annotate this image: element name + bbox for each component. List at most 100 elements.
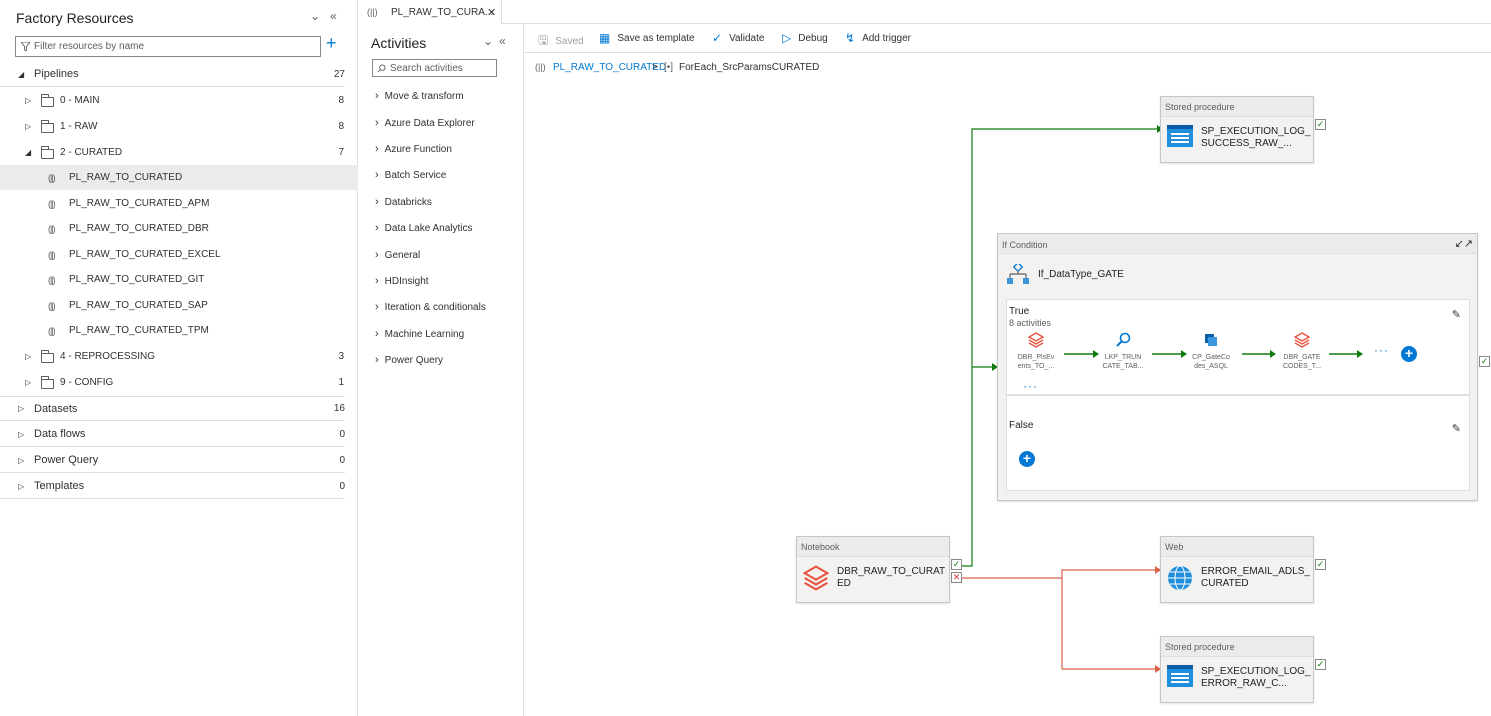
save-as-template-button[interactable]: ▦ Save as template — [599, 31, 695, 45]
activity-type: If Condition — [998, 234, 1477, 254]
tree-count: 16 — [333, 403, 345, 414]
success-output-icon[interactable]: ✓ — [1315, 119, 1326, 130]
tree-templates[interactable]: ▷ Templates 0 — [0, 474, 345, 499]
activity-category[interactable]: ›Databricks — [375, 196, 432, 208]
false-branch[interactable]: False ✎ + — [1006, 395, 1470, 491]
debug-button[interactable]: ▷ Debug — [782, 31, 828, 45]
collapsed-caret-icon: ▷ — [25, 352, 32, 361]
pipeline-icon: (||) — [367, 7, 378, 17]
tree-folder[interactable]: ▷ 9 - CONFIG 1 — [0, 370, 358, 395]
failure-output-icon[interactable]: ✕ — [951, 572, 962, 583]
tree-pipeline-item[interactable]: (||) PL_RAW_TO_CURATED_GIT — [0, 267, 358, 292]
chevron-right-icon: › — [375, 328, 379, 340]
tree-count: 1 — [338, 377, 344, 388]
failure-arrowhead — [1155, 566, 1161, 574]
add-activity-button[interactable]: + — [1401, 346, 1417, 362]
hide-panel-icon[interactable]: « — [330, 9, 337, 23]
more-activities-icon[interactable]: ··· — [1374, 343, 1389, 357]
tree-pipeline-item[interactable]: (||) PL_RAW_TO_CURATED_SAP — [0, 293, 358, 318]
activity-category[interactable]: ›HDInsight — [375, 275, 429, 287]
success-output-icon[interactable]: ✓ — [1315, 559, 1326, 570]
check-icon: ✓ — [712, 31, 723, 45]
tree-label: 0 - MAIN — [60, 95, 100, 106]
activity-category[interactable]: ›Azure Data Explorer — [375, 117, 475, 129]
failure-arrowhead — [1155, 665, 1161, 673]
add-trigger-button[interactable]: ↯ Add trigger — [845, 31, 911, 45]
activity-category[interactable]: ›Iteration & conditionals — [375, 301, 486, 313]
activity-stored-procedure-success[interactable]: Stored procedure SP_EXECUTION_LOG_SUCCES… — [1160, 96, 1314, 163]
chevron-right-icon: › — [375, 90, 379, 102]
tree-label: 9 - CONFIG — [60, 377, 114, 388]
edit-icon[interactable]: ✎ — [1451, 423, 1461, 435]
breadcrumb-pipeline-link[interactable]: PL_RAW_TO_CURATED — [553, 62, 667, 73]
stored-procedure-icon — [1167, 125, 1193, 147]
validate-button[interactable]: ✓ Validate — [712, 31, 764, 45]
activity-category[interactable]: › Move & transform — [375, 90, 464, 102]
tree-folder[interactable]: ◢ 2 - CURATED 7 — [0, 140, 358, 165]
activity-stored-procedure-error[interactable]: Stored procedure SP_EXECUTION_LOG_ERROR_… — [1160, 636, 1314, 703]
collapsed-caret-icon: ▷ — [25, 122, 32, 131]
activity-category[interactable]: ›Data Lake Analytics — [375, 222, 473, 234]
chevron-right-icon: › — [375, 275, 379, 287]
activity-category-label: Move & transform — [384, 90, 464, 102]
more-activities-icon[interactable]: ··· — [1023, 379, 1038, 393]
tree-label: PL_RAW_TO_CURATED_SAP — [69, 300, 208, 311]
hide-panel-icon[interactable]: « — [499, 34, 506, 48]
activity-category[interactable]: ›Batch Service — [375, 169, 446, 181]
tab-pipeline[interactable]: (||) PL_RAW_TO_CURA... ✕ — [359, 0, 502, 24]
success-connector — [962, 128, 1157, 567]
tree-folder[interactable]: ▷ 1 - RAW 8 — [0, 114, 358, 139]
databricks-icon — [803, 565, 829, 591]
close-icon[interactable]: ✕ — [487, 6, 497, 19]
tree-pipeline-item[interactable]: (||) PL_RAW_TO_CURATED_EXCEL — [0, 242, 358, 267]
tree-pipelines[interactable]: ◢ Pipelines 27 — [0, 62, 345, 87]
saved-button[interactable]: 🖫 Saved — [538, 31, 584, 52]
tree-pipeline-item[interactable]: (||) PL_RAW_TO_CURATED — [0, 165, 358, 190]
folder-icon — [41, 350, 54, 363]
activity-category[interactable]: ›Azure Function — [375, 143, 452, 155]
tree-data-flows[interactable]: ▷ Data flows 0 — [0, 422, 345, 447]
activity-name-line: LKP_TRUN — [1104, 354, 1142, 361]
activity-category-label: Data Lake Analytics — [384, 222, 473, 234]
tree-label: PL_RAW_TO_CURATED — [69, 172, 183, 183]
activity-category[interactable]: ›Machine Learning — [375, 328, 464, 340]
add-resource-icon[interactable]: + — [326, 33, 337, 53]
collapse-all-icon[interactable]: ⌄ — [483, 34, 494, 48]
success-output-icon[interactable]: ✓ — [1315, 659, 1326, 670]
tree-datasets[interactable]: ▷ Datasets 16 — [0, 396, 345, 421]
success-output-icon[interactable]: ✓ — [1479, 356, 1490, 367]
save-template-label: Save as template — [617, 32, 695, 44]
if-condition-icon — [1007, 264, 1029, 284]
breadcrumb-separator: > — [652, 62, 658, 73]
edit-icon[interactable]: ✎ — [1451, 309, 1461, 321]
tree-power-query[interactable]: ▷ Power Query 0 — [0, 448, 345, 473]
collapsed-caret-icon: ▷ — [18, 455, 25, 465]
tree-folder[interactable]: ▷ 4 - REPROCESSING 3 — [0, 344, 358, 369]
activity-category[interactable]: ›General — [375, 249, 420, 261]
activity-if-condition[interactable]: If Condition ↙↗ If_DataType_GATE True 8 … — [997, 233, 1478, 501]
save-icon: 🖫 — [538, 33, 549, 47]
search-activities-input[interactable] — [390, 62, 495, 74]
tree-pipeline-item[interactable]: (||) PL_RAW_TO_CURATED_DBR — [0, 216, 358, 241]
add-activity-button[interactable]: + — [1019, 451, 1035, 467]
filter-resources-input[interactable] — [34, 41, 314, 52]
tree-pipeline-item[interactable]: (||) PL_RAW_TO_CURATED_TPM — [0, 318, 358, 343]
tree-folder[interactable]: ▷ 0 - MAIN 8 — [0, 88, 358, 113]
lookup-icon — [1116, 332, 1131, 347]
tree-pipeline-item[interactable]: (||) PL_RAW_TO_CURATED_APM — [0, 191, 358, 216]
tree-label: PL_RAW_TO_CURATED_GIT — [69, 274, 205, 285]
pipeline-icon: (||) — [48, 223, 56, 234]
collapse-icon[interactable]: ↙↗ — [1454, 238, 1473, 250]
activity-notebook[interactable]: Notebook DBR_RAW_TO_CURATED — [796, 536, 950, 603]
chevron-right-icon: › — [375, 196, 379, 208]
success-output-icon[interactable]: ✓ — [951, 559, 962, 570]
collapse-all-icon[interactable]: ⌄ — [310, 9, 321, 23]
foreach-icon: [•] — [664, 62, 674, 73]
activity-web[interactable]: Web ERROR_EMAIL_ADLS_CURATED — [1160, 536, 1314, 603]
activity-category[interactable]: ›Power Query — [375, 354, 443, 366]
